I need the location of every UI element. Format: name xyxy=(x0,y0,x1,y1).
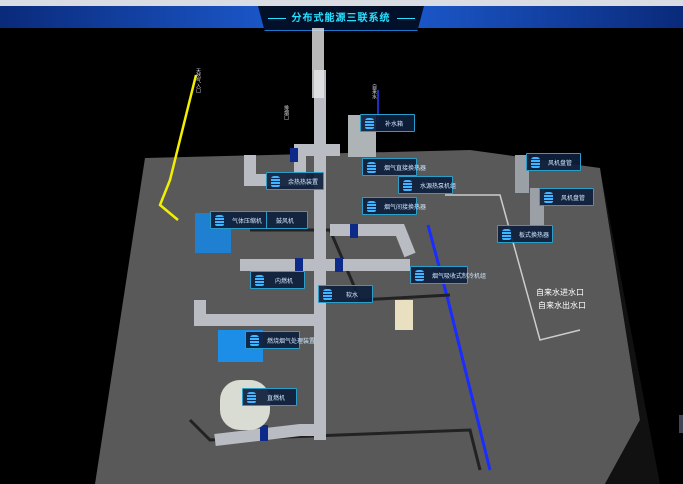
exhaust-label: 排烟口 xyxy=(283,105,289,120)
header-right-band xyxy=(412,6,683,28)
label-flue-direct-heat-exchanger[interactable]: 烟气直接换热器 xyxy=(362,158,426,176)
header-left-band xyxy=(0,6,270,28)
label-gas-compressor[interactable]: 气体压缩机 xyxy=(210,211,268,229)
label-fan-coil-2[interactable]: 风机盘管 xyxy=(539,188,594,206)
equipment-icon xyxy=(531,156,540,168)
equipment-icon xyxy=(215,214,224,226)
label-make-up-water-tank[interactable]: 补水箱 xyxy=(360,114,415,132)
water-outlet-label: 自来水出水口 xyxy=(538,301,586,310)
equipment-icon xyxy=(271,175,280,187)
equipment-icon xyxy=(247,391,256,403)
equipment-icon xyxy=(255,274,264,286)
floor-shadow xyxy=(600,168,660,484)
side-scroll-handle[interactable] xyxy=(679,415,683,433)
water-pipe xyxy=(445,194,581,341)
chiller-unit xyxy=(395,300,413,330)
equipment-icon xyxy=(415,269,424,281)
equipment-icon xyxy=(403,179,412,191)
floor-outline xyxy=(188,418,482,471)
fan-coil-unit-1 xyxy=(515,155,529,193)
equipment-icon xyxy=(250,334,259,346)
page-title: 分布式能源三联系统 xyxy=(258,9,424,24)
label-blower[interactable]: 鼓风机 xyxy=(266,211,308,229)
chimney-smoke xyxy=(312,28,324,98)
gas-line xyxy=(158,74,198,221)
label-soft-water[interactable]: 软水 xyxy=(318,285,373,303)
gas-inlet-label: 天然气入口 xyxy=(195,68,201,93)
label-flue-gas-treatment[interactable]: 燃烧烟气处理装置 xyxy=(245,331,315,349)
label-flue-absorption-chiller[interactable]: 烟气吸收式制冷机组 xyxy=(410,266,486,284)
equipment-icon xyxy=(502,228,511,240)
equipment-icon xyxy=(367,200,376,212)
equipment-icon xyxy=(544,191,553,203)
duct-flanges xyxy=(260,148,358,441)
water-inlet-label: 自来水进水口 xyxy=(536,288,584,297)
label-flue-indirect-heat-exchanger[interactable]: 烟气间接换热器 xyxy=(362,197,426,215)
label-waste-heat-device[interactable]: 余热热装置 xyxy=(266,172,324,190)
label-plate-heat-exchanger[interactable]: 板式换热器 xyxy=(497,225,553,243)
equipment-icon xyxy=(323,288,332,300)
equipment-icon xyxy=(365,117,374,129)
header-top-strip xyxy=(0,0,683,7)
equipment-icon xyxy=(367,161,376,173)
header-bar: 分布式能源三联系统 xyxy=(0,0,683,31)
label-direct-fired-machine[interactable]: 直燃机 xyxy=(242,388,297,406)
water-line xyxy=(426,224,492,471)
label-internal-combustion-engine[interactable]: 内燃机 xyxy=(250,271,305,289)
water-supply-label: 自来水 xyxy=(371,84,377,99)
label-water-source-heat-pump[interactable]: 水源热泵机组 xyxy=(398,176,456,194)
label-fan-coil-1[interactable]: 风机盘管 xyxy=(526,153,581,171)
